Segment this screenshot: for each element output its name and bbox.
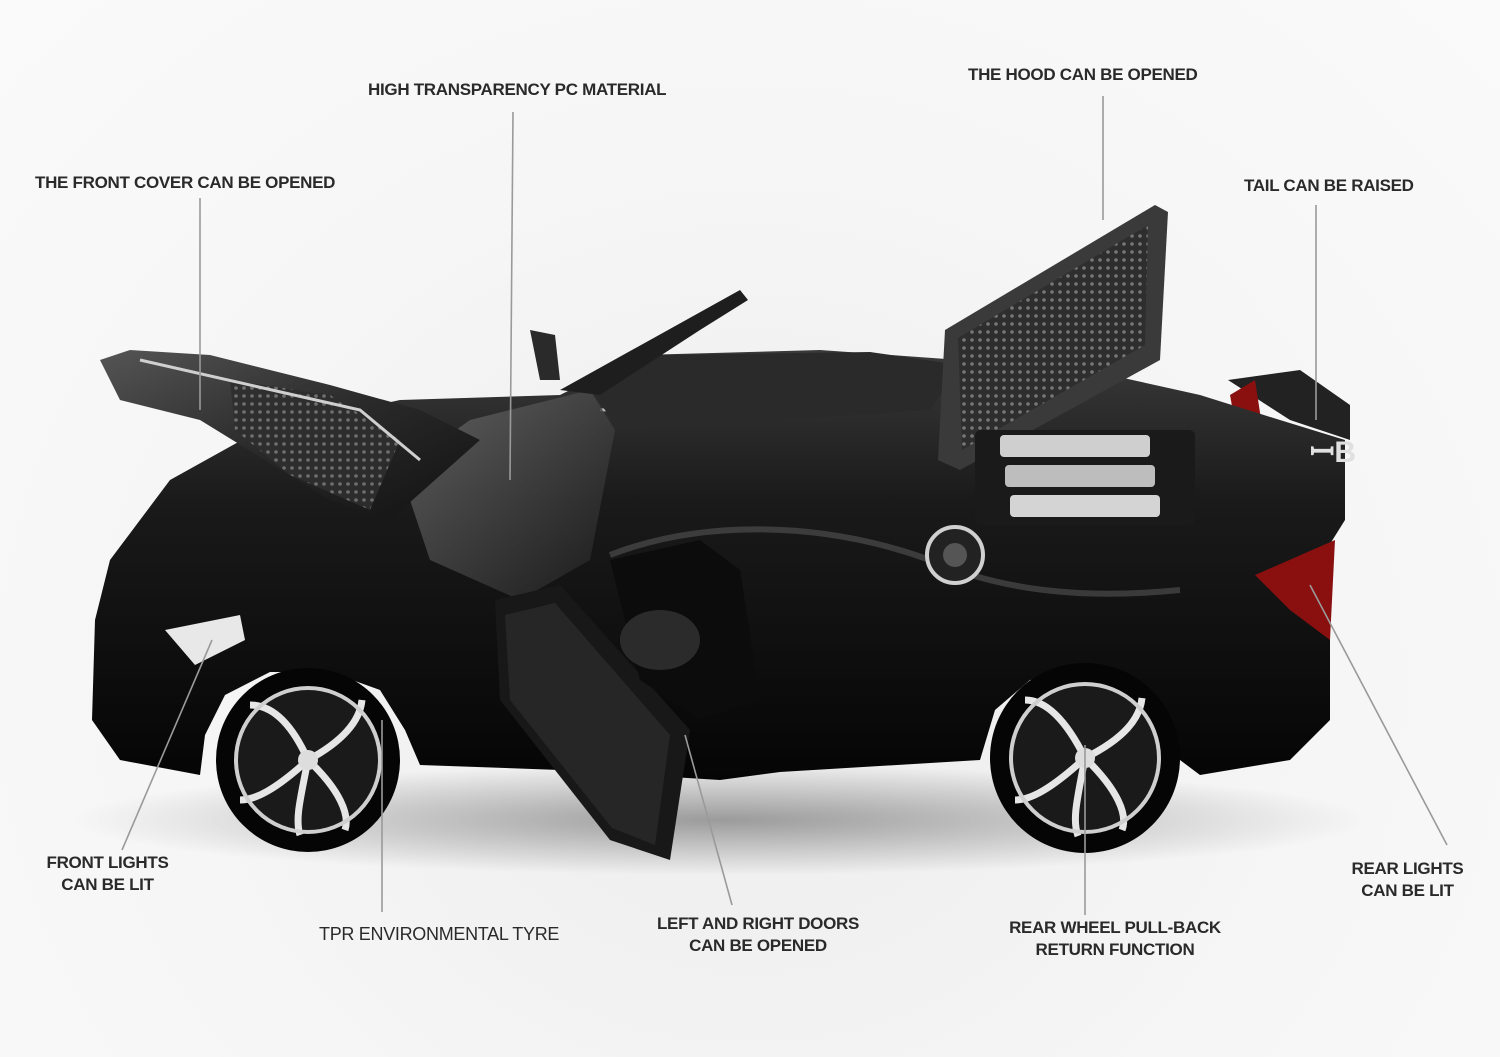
front-wheel bbox=[216, 668, 400, 852]
rear-wheel bbox=[990, 663, 1180, 853]
label-tyre: TPR ENVIRONMENTAL TYRE bbox=[319, 924, 560, 944]
engine-hood-open bbox=[938, 205, 1168, 470]
label-pullback-line1: REAR WHEEL PULL-BACK bbox=[1009, 918, 1221, 937]
label-hood: THE HOOD CAN BE OPENED bbox=[968, 65, 1198, 84]
front-headlight bbox=[165, 615, 245, 665]
engine-bay bbox=[975, 430, 1195, 525]
label-tail: TAIL CAN BE RAISED bbox=[1244, 176, 1414, 195]
leader-pc-material bbox=[509, 111, 514, 481]
leader-rear-lights bbox=[1309, 584, 1448, 846]
label-front-lights-line1: FRONT LIGHTS bbox=[46, 853, 169, 872]
label-pullback-line2: RETURN FUNCTION bbox=[1035, 940, 1195, 959]
label-pc-material: HIGH TRANSPARENCY PC MATERIAL bbox=[368, 80, 667, 99]
leader-doors bbox=[684, 734, 733, 906]
upper-door-open bbox=[530, 290, 748, 395]
tail-badge-glyph: ꟷB bbox=[1310, 436, 1356, 469]
label-pullback: REAR WHEEL PULL-BACK RETURN FUNCTION bbox=[995, 917, 1235, 961]
label-doors-line1: LEFT AND RIGHT DOORS bbox=[656, 914, 860, 933]
rear-light-strip bbox=[1255, 540, 1335, 640]
label-doors: LEFT AND RIGHT DOORS CAN BE OPENED bbox=[648, 913, 868, 957]
label-rear-lights-line1: REAR LIGHTS bbox=[1351, 859, 1464, 878]
label-rear-lights: REAR LIGHTS CAN BE LIT bbox=[1340, 858, 1475, 902]
label-doors-line2: CAN BE OPENED bbox=[689, 936, 827, 955]
label-front-lights-line2: CAN BE LIT bbox=[61, 875, 154, 894]
front-cover-open bbox=[100, 350, 480, 520]
leader-lines bbox=[121, 96, 1448, 915]
label-front-cover: THE FRONT COVER CAN BE OPENED bbox=[35, 173, 336, 192]
label-rear-lights-line2: CAN BE LIT bbox=[1361, 881, 1454, 900]
leader-front-lights bbox=[121, 639, 213, 851]
side-door-open bbox=[495, 585, 690, 860]
label-front-lights: FRONT LIGHTS CAN BE LIT bbox=[40, 852, 175, 896]
